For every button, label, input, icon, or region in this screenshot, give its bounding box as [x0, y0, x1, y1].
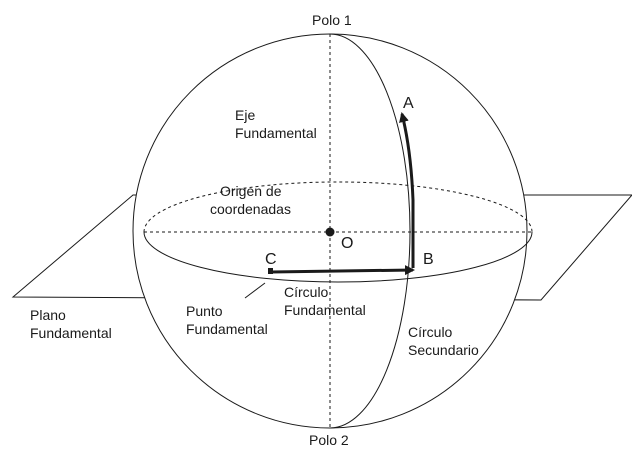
- label-circulo-fund-line1: Círculo: [284, 284, 329, 300]
- label-circulo-fund-line2: Fundamental: [284, 302, 366, 318]
- label-origen-line1: Origen de: [220, 183, 282, 199]
- arc-b-to-a: [399, 112, 415, 268]
- label-polo-1: Polo 1: [312, 12, 352, 28]
- label-eje-line2: Fundamental: [235, 125, 317, 141]
- label-eje-line1: Eje: [235, 107, 255, 123]
- point-c-marker: [268, 268, 273, 274]
- label-plano-line1: Plano: [30, 307, 66, 323]
- label-plano-line2: Fundamental: [30, 325, 112, 341]
- fundamental-circle-front: [143, 231, 533, 283]
- secondary-circle: [329, 33, 411, 429]
- label-circulo-sec-line2: Secundario: [408, 342, 479, 358]
- label-origen-line2: coordenadas: [210, 201, 291, 217]
- label-point-a: A: [403, 95, 414, 112]
- label-point-o: O: [341, 235, 353, 252]
- label-punto-line2: Fundamental: [186, 321, 268, 337]
- origin-point: [325, 227, 335, 237]
- label-polo-2: Polo 2: [309, 432, 349, 448]
- label-point-c: C: [265, 251, 277, 268]
- label-point-b: B: [423, 251, 434, 268]
- label-punto-line1: Punto: [186, 303, 223, 319]
- label-circulo-sec-line1: Círculo: [408, 324, 453, 340]
- arc-c-to-b: [270, 265, 415, 276]
- punto-fundamental-leader: [244, 282, 266, 299]
